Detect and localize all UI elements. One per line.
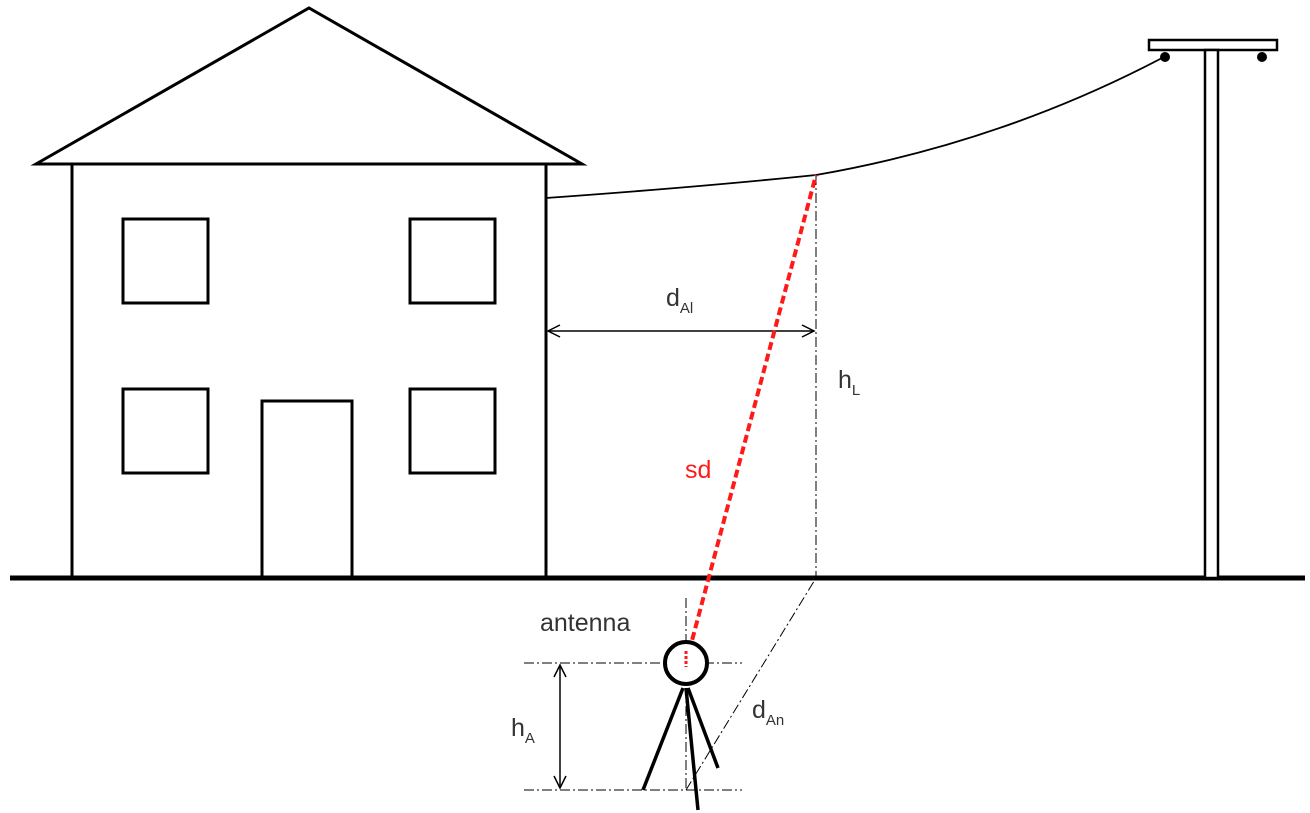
- slant-distance-line: [684, 174, 818, 664]
- house-window-top-right: [408, 217, 497, 305]
- label-antenna: antenna: [540, 609, 630, 637]
- label-h-a: hA: [511, 714, 535, 747]
- house-door: [260, 399, 354, 580]
- d-an-line: [685, 577, 817, 791]
- pole-insulator-right: [1257, 52, 1267, 62]
- label-h-l: hL: [838, 366, 860, 399]
- utility-pole: [1147, 38, 1279, 580]
- pole-crossarm: [1147, 38, 1279, 52]
- label-d-al: dAl: [666, 284, 693, 317]
- house-window-top-left: [121, 217, 210, 305]
- power-line: [545, 57, 1163, 199]
- house: [30, 6, 588, 580]
- d-al-arrow: [546, 324, 816, 338]
- pole-insulator-left: [1160, 52, 1170, 62]
- house-window-bottom-left: [121, 387, 210, 475]
- tripod: [641, 687, 720, 811]
- house-wall: [70, 162, 548, 580]
- label-sd: sd: [685, 456, 711, 484]
- h-a-arrow: [553, 663, 567, 790]
- label-d-an: dAn: [752, 696, 784, 729]
- pole-shaft: [1203, 48, 1220, 580]
- house-window-bottom-right: [408, 387, 497, 475]
- house-roof: [30, 6, 588, 166]
